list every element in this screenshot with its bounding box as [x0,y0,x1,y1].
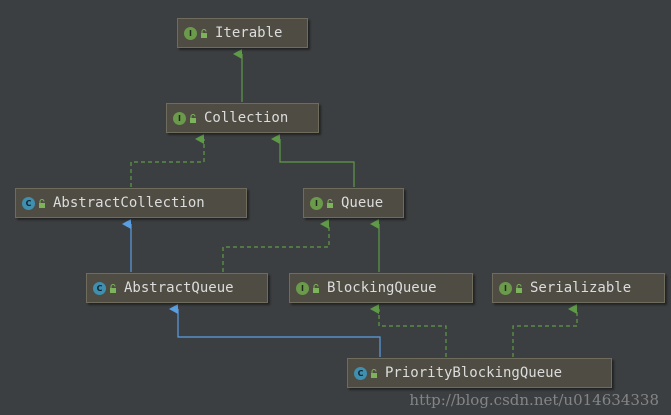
node-serializable[interactable]: I Serializable [492,273,665,303]
interface-icon: I [184,26,197,40]
edge-priorityblockingqueue-abstractqueue [169,304,381,357]
node-iterable[interactable]: I Iterable [177,18,308,48]
node-label: PriorityBlockingQueue [385,365,563,381]
edge-abstractcollection-collection [130,134,205,187]
edge-priorityblockingqueue-blockingqueue [370,304,447,357]
node-label: AbstractCollection [53,195,205,211]
node-label: Queue [341,195,384,211]
lock-icon [516,283,522,293]
interface-icon: I [310,196,323,210]
interface-icon: I [296,281,309,295]
node-label: Serializable [530,280,632,296]
node-blockingqueue[interactable]: I BlockingQueue [289,273,473,303]
interface-icon: I [499,281,512,295]
lock-icon [371,368,377,378]
node-label: AbstractQueue [124,280,234,296]
lock-icon [327,198,333,208]
node-abstractqueue[interactable]: C AbstractQueue [86,273,268,303]
interface-icon: I [173,111,186,125]
node-abstractcollection[interactable]: C AbstractCollection [15,188,247,218]
edge-priorityblockingqueue-serializable [512,304,578,357]
lock-icon [313,283,319,293]
lock-icon [190,113,196,123]
node-priorityblockingqueue[interactable]: C PriorityBlockingQueue [347,358,612,388]
edge-queue-collection [271,134,355,187]
lock-icon [39,198,45,208]
node-label: Collection [204,110,289,126]
lock-icon [201,28,207,38]
class-icon: C [22,196,35,210]
node-collection[interactable]: I Collection [166,103,319,133]
class-icon: C [354,366,367,380]
watermark-text: http://blog.csdn.net/u014634338 [409,391,659,409]
node-label: BlockingQueue [327,280,437,296]
lock-icon [110,283,116,293]
node-label: Iterable [215,25,283,41]
edge-abstractqueue-queue [222,219,330,272]
node-queue[interactable]: I Queue [303,188,404,218]
class-icon: C [93,281,106,295]
